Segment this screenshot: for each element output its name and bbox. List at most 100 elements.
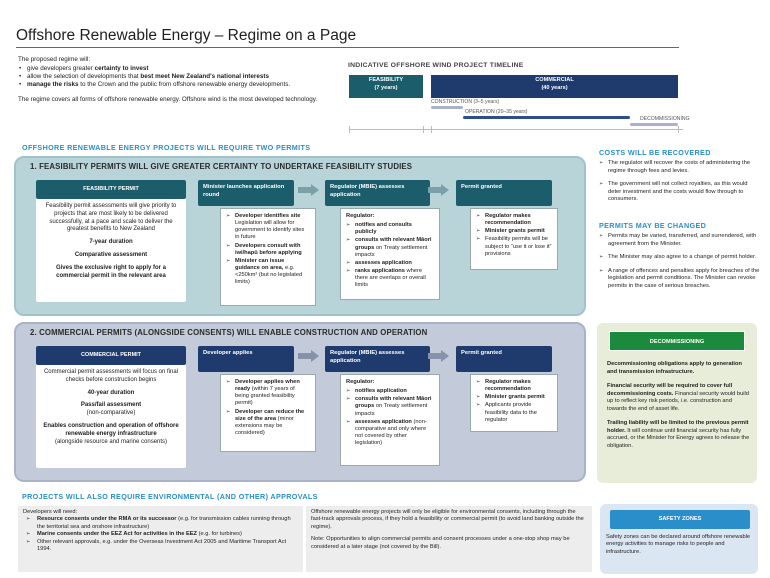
commercial-assessment-note: (non-comparative) (86, 410, 136, 417)
list-item: Minister grants permit (476, 228, 552, 235)
timeline-construction-bar (431, 106, 463, 109)
decommissioning-financial-security: Financial security will be required to c… (607, 383, 749, 412)
list-item: Marine consents under the EEZ Act for ac… (23, 531, 298, 538)
list-item: Feasibility permits will be subject to “… (476, 236, 552, 257)
safety-zones-text: Safety zones can be declared around offs… (606, 534, 751, 555)
intro-bullet-list: give developers greater certainty to inv… (18, 65, 343, 89)
decommissioning-panel: DECOMMISSIONING Decommissioning obligati… (597, 323, 757, 483)
commercial-step-permit-granted: Permit granted (456, 346, 552, 372)
feasibility-step-regulator-assesses: Regulator (MBIE) assesses application (325, 180, 430, 206)
commercial-permit-granted-details: Regulator makes recommendation Minister … (470, 374, 558, 432)
timeline-feasibility-phase: FEASIBILITY (7 years) (349, 75, 423, 98)
timeline-axis (349, 129, 683, 130)
commercial-assessment-type: Pass/fail assessment (80, 402, 142, 409)
timeline-operation-bar (463, 116, 630, 119)
environment-note: Note: Opportunities to align commercial … (311, 536, 570, 550)
list-item: The Minister may also agree to a change … (599, 254, 761, 262)
commercial-step-regulator-assesses: Regulator (MBIE) assesses application (325, 346, 430, 372)
list-item: The government will not collect royaltie… (599, 181, 761, 204)
safety-zones-panel: SAFETY ZONES Safety zones can be declare… (600, 504, 758, 574)
list-item: Minister can issue guidance on area, e.g… (226, 258, 310, 287)
environment-eligibility: Offshore renewable energy projects will … (306, 506, 592, 572)
regulator-lead: Regulator: (346, 213, 375, 219)
list-item: Developer identifies site Legislation wi… (226, 213, 310, 242)
feasibility-panel: 1. FEASIBILITY PERMITS WILL GIVE GREATER… (14, 156, 586, 316)
title-divider (16, 47, 679, 48)
list-item: Developers consult with iwi/hapū before … (226, 243, 310, 257)
feasibility-duration: 7-year duration (89, 239, 133, 246)
intro-bullet: give developers greater certainty to inv… (18, 65, 343, 73)
list-item: notifies application (346, 388, 434, 395)
timeline-decommissioning-bar (630, 123, 678, 126)
environment-lead: Developers will need: (23, 509, 78, 515)
list-item: Resource consents under the RMA or its s… (23, 516, 298, 531)
timeline-title: INDICATIVE OFFSHORE WIND PROJECT TIMELIN… (348, 62, 524, 69)
list-item: Developer applies when ready (within 7 y… (226, 379, 310, 408)
commercial-developer-details: Developer applies when ready (within 7 y… (220, 374, 316, 452)
feasibility-permit-title: FEASIBILITY PERMIT (36, 180, 186, 200)
list-item: Regulator makes recommendation (476, 213, 552, 227)
safety-zones-title: SAFETY ZONES (610, 510, 750, 529)
commercial-panel-heading: 2. COMMERCIAL PERMITS (ALONGSIDE CONSENT… (30, 328, 428, 337)
list-item: Minister grants permit (476, 394, 552, 401)
commercial-permit-description: Commercial permit assessments will focus… (43, 369, 179, 383)
regulator-lead: Regulator: (346, 379, 375, 385)
list-item: Other relevant approvals, e.g. under the… (23, 539, 298, 554)
list-item: A range of offences and penalties apply … (599, 268, 761, 291)
list-item: assesses application (346, 260, 434, 267)
list-item: ranks applications where there are overl… (346, 268, 434, 289)
environment-section-heading: PROJECTS WILL ALSO REQUIRE ENVIRONMENTAL… (22, 492, 318, 501)
feasibility-permit-granted-details: Regulator makes recommendation Minister … (470, 208, 558, 270)
list-item: consults with relevant Māori groups on T… (346, 237, 434, 258)
feasibility-permit-card: FEASIBILITY PERMIT Feasibility permit as… (36, 180, 186, 302)
commercial-step-developer-applies: Developer applies (198, 346, 294, 372)
commercial-enables: Enables construction and operation of of… (43, 423, 179, 437)
feasibility-assessment-type: Comparative assessment (74, 252, 148, 259)
commercial-panel: 2. COMMERCIAL PERMITS (ALONGSIDE CONSENT… (14, 322, 586, 482)
decommissioning-trailing-liability: Trailing liability will be limited to th… (607, 420, 750, 449)
list-item: Developer can reduce the size of the are… (226, 409, 310, 438)
commercial-enables-note: (alongside resource and marine consents) (54, 438, 168, 445)
list-item: notifies and consults publicly (346, 222, 434, 236)
costs-section: COSTS WILL BE RECOVERED The regulator wi… (599, 148, 761, 210)
timeline-tick (431, 126, 432, 133)
costs-heading: COSTS WILL BE RECOVERED (599, 148, 711, 157)
list-item: The regulator will recover the costs of … (599, 160, 761, 175)
timeline-decommissioning-label: DECOMMISSIONING (640, 116, 690, 122)
changes-section: PERMITS MAY BE CHANGED Permits may be va… (599, 221, 761, 297)
feasibility-panel-heading: 1. FEASIBILITY PERMITS WILL GIVE GREATER… (30, 162, 413, 171)
intro-bullet: manage the risks to the Crown and the pu… (18, 81, 343, 89)
list-item: Applicants provide feasibility data to t… (476, 402, 552, 423)
changes-heading: PERMITS MAY BE CHANGED (599, 221, 707, 230)
feasibility-round-launch-details: Developer identifies site Legislation wi… (220, 208, 316, 306)
timeline-operation-label: OPERATION (20–35 years) (465, 109, 528, 115)
intro-lead: The proposed regime will: (18, 56, 91, 63)
list-item: Permits may be varied, transferred, and … (599, 233, 761, 248)
feasibility-step-round-launch: Minister launches application round (198, 180, 294, 206)
commercial-regulator-details: Regulator: notifies application consults… (340, 374, 440, 466)
timeline-tick (349, 126, 350, 133)
commercial-permit-card: COMMERCIAL PERMIT Commercial permit asse… (36, 346, 186, 468)
feasibility-step-permit-granted: Permit granted (456, 180, 552, 206)
intro-block: The proposed regime will: give developer… (18, 56, 343, 104)
feasibility-permit-description: Feasibility permit assessments will give… (45, 203, 177, 233)
intro-bullet: allow the selection of developments that… (18, 73, 343, 81)
feasibility-regulator-details: Regulator: notifies and consults publicl… (340, 208, 440, 300)
list-item: consults with relevant Māori groups on T… (346, 396, 434, 417)
timeline-commercial-phase: COMMERCIAL (40 years) (431, 75, 678, 98)
decommissioning-obligations: Decommissioning obligations apply to gen… (607, 361, 742, 375)
timeline-construction-label: CONSTRUCTION (3–5 years) (431, 99, 500, 105)
environment-requirements: Developers will need: Resource consents … (18, 506, 303, 572)
decommissioning-title: DECOMMISSIONING (609, 331, 745, 351)
list-item: assesses application (non-comparative an… (346, 419, 434, 448)
permits-section-heading: OFFSHORE RENEWABLE ENERGY PROJECTS WILL … (22, 143, 311, 152)
commercial-duration: 40-year duration (87, 389, 135, 396)
intro-paragraph: The regime covers all forms of offshore … (18, 96, 318, 104)
list-item: Regulator makes recommendation (476, 379, 552, 393)
timeline-tick (678, 126, 679, 133)
timeline-tick (423, 126, 424, 133)
environment-eligibility-text: Offshore renewable energy projects will … (311, 509, 584, 530)
page-title: Offshore Renewable Energy – Regime on a … (16, 27, 357, 44)
feasibility-exclusive-right: Gives the exclusive right to apply for a… (55, 264, 167, 279)
commercial-permit-title: COMMERCIAL PERMIT (36, 346, 186, 366)
